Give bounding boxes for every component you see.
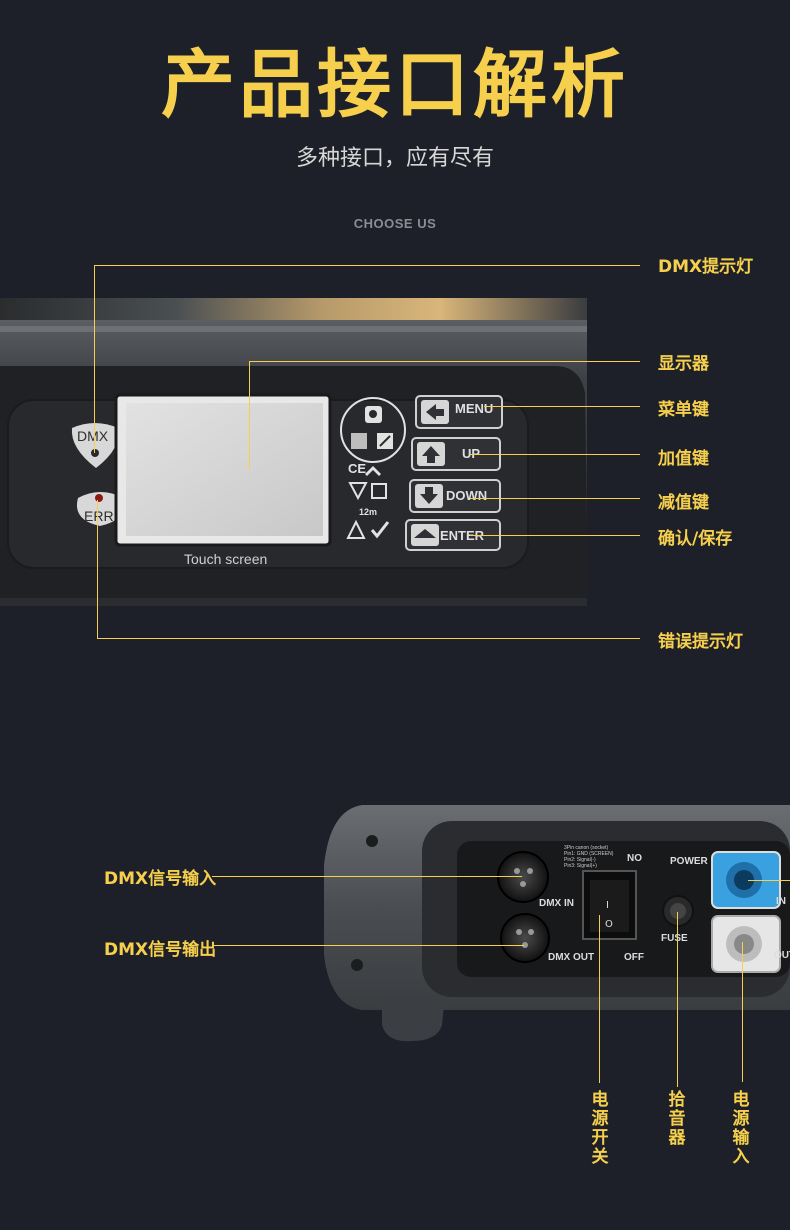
callout-line-power-in (742, 942, 743, 1082)
callout-line-dmx-led-v (94, 265, 95, 453)
callout-line-dmx-in (212, 876, 522, 877)
callout-line-dmx-led (94, 265, 640, 266)
switch-off-mark: O (605, 919, 613, 930)
switch-on-print: NO (627, 853, 642, 864)
switch-off-print: OFF (624, 952, 644, 963)
switch-on-mark: I (606, 900, 609, 911)
callout-line-power-in-h (748, 880, 790, 881)
label-down-key: 减值键 (658, 493, 709, 513)
power-print: POWER (670, 856, 708, 867)
up-button[interactable]: UP (462, 446, 481, 461)
pin-title: 3Pin canon (socket) (564, 845, 609, 851)
callout-line-err-v (97, 500, 98, 638)
label-dmx-led: DMX提示灯 (658, 257, 754, 277)
fuse-print: FUSE (661, 933, 688, 944)
label-power-in: 电源输入 (732, 1090, 750, 1167)
ce-mark: CE (348, 461, 367, 476)
callout-line-power-switch (599, 915, 600, 1083)
callout-line-err (97, 638, 640, 639)
callout-line-enter (470, 535, 640, 536)
pin-info: 3Pin canon (socket) Pin1: GND (SCREEN) P… (564, 845, 613, 869)
callout-line-display (249, 361, 640, 362)
label-power-switch: 电源开关 (591, 1090, 609, 1167)
power-out-print: OUT (774, 950, 790, 961)
pin3-text: Pin3: Signal(+) (564, 863, 597, 869)
dmx-in-print: DMX IN (539, 898, 574, 909)
dmx-out-print: DMX OUT (548, 952, 595, 963)
callout-line-down (470, 498, 640, 499)
control-panel-photo (0, 298, 587, 606)
power-in-print: IN (776, 896, 786, 907)
callout-line-fuse (677, 912, 678, 1087)
pin2-text: Pin2: Signal(-) (564, 857, 596, 863)
down-button[interactable]: DOWN (446, 488, 488, 503)
rear-panel-photo (324, 805, 790, 1042)
callout-line-dmx-out (212, 945, 524, 946)
label-err-led: 错误提示灯 (658, 632, 743, 652)
page-title: 产品接口解析 (161, 42, 629, 128)
touch-screen-print: Touch screen (184, 551, 268, 567)
dmx-print: DMX (77, 428, 109, 444)
page-subtitle: 多种接口，应有尽有 (295, 146, 494, 171)
label-display: 显示器 (658, 354, 709, 374)
label-enter-key: 确认/保存 (658, 529, 733, 549)
section-tag: CHOOSE US (353, 216, 437, 231)
enter-button[interactable]: ENTER (440, 528, 485, 543)
label-dmx-out: DMX信号输出 (104, 940, 217, 960)
callout-line-up (470, 454, 640, 455)
label-dmx-in: DMX信号输入 (104, 869, 217, 889)
label-menu-key: 菜单键 (658, 400, 709, 420)
err-print: ERR (84, 508, 114, 524)
pin1-text: Pin1: GND (SCREEN) (564, 851, 614, 857)
callout-line-display-v (249, 361, 250, 470)
menu-button[interactable]: MENU (455, 401, 494, 416)
label-fuse: 拾音器 (668, 1090, 686, 1148)
label-up-key: 加值键 (658, 449, 709, 469)
distance-mark: 12m (359, 507, 378, 517)
callout-line-menu (484, 406, 640, 407)
